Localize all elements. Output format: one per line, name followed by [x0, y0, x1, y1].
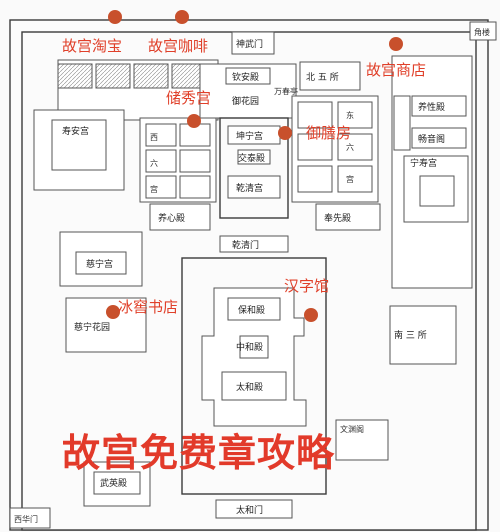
- label-corner-tower: 角楼: [474, 27, 490, 37]
- building-beiwusuo: [299, 61, 361, 91]
- label-yangxin: 养心殿: [158, 212, 185, 224]
- label-west-xi: 西: [150, 133, 158, 142]
- label-qianqing: 乾清宫: [236, 182, 263, 194]
- label-yushan[interactable]: 御膳房: [306, 124, 351, 142]
- label-taihe: 太和殿: [236, 381, 263, 393]
- building-shouan: [51, 119, 107, 171]
- label-beiwusuo: 北 五 所: [306, 72, 339, 83]
- label-shouan: 寿安宫: [62, 125, 89, 137]
- label-taihemen: 太和门: [236, 504, 263, 516]
- label-changyin: 畅音阁: [418, 133, 445, 145]
- label-east-liu: 六: [346, 142, 354, 152]
- building-cining: [75, 251, 127, 275]
- label-zhonghe: 中和殿: [236, 341, 263, 353]
- west-palace-3: [145, 149, 177, 173]
- building-fengxian: [315, 203, 381, 231]
- ningshou-hall: [419, 175, 455, 207]
- block-nansansuo: [389, 305, 457, 365]
- headline-title: 故宫免费章攻略: [62, 431, 335, 475]
- hatch-nw2: [95, 63, 131, 89]
- label-bingjiao[interactable]: 冰窖书店: [118, 298, 178, 316]
- label-shop[interactable]: 故宫商店: [366, 61, 426, 79]
- label-taobao[interactable]: 故宫淘宝: [62, 37, 122, 55]
- marker-bingjiao[interactable]: [106, 305, 120, 319]
- label-east-gong: 宫: [346, 174, 354, 184]
- east-palace-6: [337, 165, 373, 193]
- building-qianqing: [227, 175, 281, 199]
- label-wanchun: 万春亭: [274, 86, 298, 96]
- label-jiaotai: 交泰殿: [238, 152, 265, 164]
- building-changyin: [411, 127, 467, 149]
- west-palace-1: [145, 123, 177, 147]
- label-yuhuayuan: 御花园: [232, 95, 259, 107]
- label-fengxian: 奉先殿: [324, 212, 351, 224]
- label-nansansuo: 南 三 所: [394, 329, 427, 341]
- label-west-gong: 宫: [150, 184, 158, 194]
- label-yangxing: 养性殿: [418, 101, 445, 113]
- marker-hanzi[interactable]: [304, 308, 318, 322]
- marker-taobao[interactable]: [108, 10, 122, 24]
- east-palace-5: [297, 165, 333, 193]
- label-cafe[interactable]: 故宫咖啡: [148, 37, 208, 55]
- label-shenwumen: 神武门: [236, 38, 263, 50]
- building-zhonghe: [239, 335, 269, 359]
- marker-yushan[interactable]: [278, 126, 292, 140]
- west-palace-4: [179, 149, 211, 173]
- label-cininghuayuan: 慈宁花园: [74, 321, 110, 333]
- label-chuxiu[interactable]: 储秀宫: [166, 89, 211, 107]
- marker-shop[interactable]: [389, 37, 403, 51]
- label-baohe: 保和殿: [238, 304, 265, 316]
- west-palace-6: [179, 175, 211, 199]
- corner-tower: [469, 21, 497, 41]
- label-east-dong: 东: [346, 110, 354, 120]
- building-wuying: [93, 471, 141, 495]
- label-kunning: 坤宁宫: [236, 130, 263, 142]
- block-cininghuayuan: [65, 297, 147, 353]
- label-ningshou: 宁寿宫: [410, 157, 437, 169]
- label-cining: 慈宁宫: [86, 258, 113, 270]
- building-qinan: [225, 67, 271, 85]
- label-west-liu: 六: [150, 158, 158, 168]
- building-yangxin: [149, 203, 211, 231]
- east-palace-1: [297, 101, 333, 129]
- marker-chuxiu[interactable]: [187, 114, 201, 128]
- west-palace-5: [145, 175, 177, 199]
- block-wenyuange: [335, 419, 389, 461]
- hatch-nw1: [57, 63, 93, 89]
- east-palace-3: [297, 133, 333, 161]
- hatch-nw3: [133, 63, 169, 89]
- label-wuying: 武英殿: [100, 477, 127, 489]
- label-xihuamen: 西华门: [14, 514, 38, 524]
- building-leshou: [411, 95, 467, 117]
- building-taihemen: [215, 499, 293, 519]
- marker-cafe[interactable]: [175, 10, 189, 24]
- label-qinan: 钦安殿: [232, 71, 259, 83]
- label-wenyuange: 文渊阁: [340, 424, 364, 434]
- building-taihe: [221, 371, 287, 401]
- building-baohe: [227, 297, 281, 321]
- building-xihuamen: [9, 507, 51, 529]
- building-jiaotai: [237, 149, 271, 165]
- label-qianqingmen: 乾清门: [232, 239, 259, 251]
- building-qianlong: [393, 95, 411, 151]
- east-palace-4: [337, 133, 373, 161]
- building-qianqingmen: [219, 235, 289, 253]
- east-palace-2: [337, 101, 373, 129]
- label-hanzi[interactable]: 汉字馆: [284, 277, 329, 295]
- building-shenwumen: [231, 31, 275, 55]
